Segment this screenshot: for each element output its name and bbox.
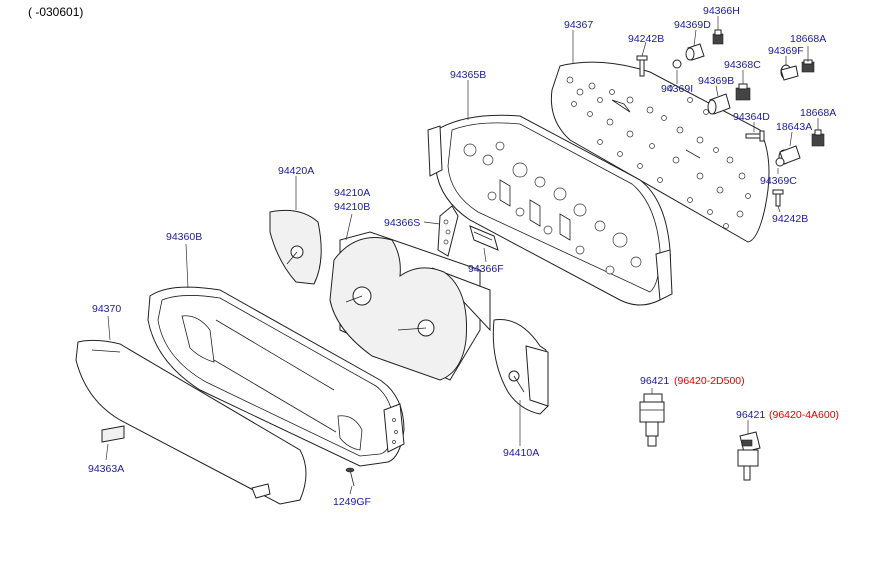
label-94364D: 94364D — [733, 111, 770, 123]
label-1249GF: 1249GF — [333, 496, 371, 508]
part-94410A-dial[interactable] — [492, 319, 549, 415]
label-94242B-bottom: 94242B — [772, 213, 808, 225]
part-94366S-connector[interactable] — [437, 205, 459, 257]
part-94369B-bulb[interactable] — [707, 93, 731, 115]
date-code: ( -030601) — [28, 5, 83, 19]
label-94360B: 94360B — [166, 231, 202, 243]
label-94420A: 94420A — [278, 165, 314, 177]
label-94242B-top: 94242B — [628, 33, 664, 45]
part-94366F-connector[interactable] — [469, 225, 499, 251]
part-94368C-socket[interactable] — [735, 83, 751, 101]
label-94370: 94370 — [92, 303, 121, 315]
label-94366F: 94366F — [468, 263, 504, 275]
label-94366H: 94366H — [703, 5, 740, 17]
part-1249GF-screw[interactable] — [345, 467, 355, 487]
part-94364D-bulb[interactable] — [745, 130, 765, 142]
part-94370-cover[interactable] — [75, 339, 307, 505]
part-96421-speed-sensor-b[interactable] — [737, 431, 761, 481]
label-94369F: 94369F — [768, 45, 804, 57]
label-94365B: 94365B — [450, 69, 486, 81]
part-94369C-bulb[interactable] — [775, 157, 785, 167]
part-94210-gauge-assembly[interactable] — [329, 231, 491, 381]
label-18668A-mid: 18668A — [800, 107, 836, 119]
part-94242B-bottom-bulb[interactable] — [772, 189, 784, 207]
part-94420A-dial[interactable] — [269, 209, 322, 285]
label-94363A: 94363A — [88, 463, 124, 475]
label-94366S: 94366S — [384, 217, 420, 229]
label-94367: 94367 — [564, 19, 593, 31]
label-18668A-top: 18668A — [790, 33, 826, 45]
label-94369I: 94369I — [661, 83, 693, 95]
part-94369D-bulb[interactable] — [685, 43, 705, 61]
label-94210B: 94210B — [334, 201, 370, 213]
label-96420-4A600: (96420-4A600) — [769, 409, 839, 421]
part-94369I-bulb[interactable] — [672, 59, 682, 69]
label-94410A: 94410A — [503, 447, 539, 459]
label-94369D: 94369D — [674, 19, 711, 31]
label-94368C: 94368C — [724, 59, 761, 71]
label-94369B: 94369B — [698, 75, 734, 87]
label-94210A: 94210A — [334, 187, 370, 199]
label-96421-a: 96421 — [640, 375, 669, 387]
label-18643A: 18643A — [776, 121, 812, 133]
part-96421-speed-sensor-a[interactable] — [639, 393, 665, 447]
part-94366H-socket[interactable] — [712, 29, 724, 45]
label-96421-b: 96421 — [736, 409, 765, 421]
part-94363A-lens[interactable] — [101, 425, 125, 443]
label-94369C: 94369C — [760, 175, 797, 187]
part-94360B-housing[interactable] — [147, 286, 405, 467]
label-96420-2D500: (96420-2D500) — [674, 375, 745, 387]
part-94369F-bulb[interactable] — [780, 64, 799, 81]
part-94365B-meter-case[interactable] — [427, 114, 673, 306]
part-18668A-mid-socket[interactable] — [811, 129, 825, 147]
